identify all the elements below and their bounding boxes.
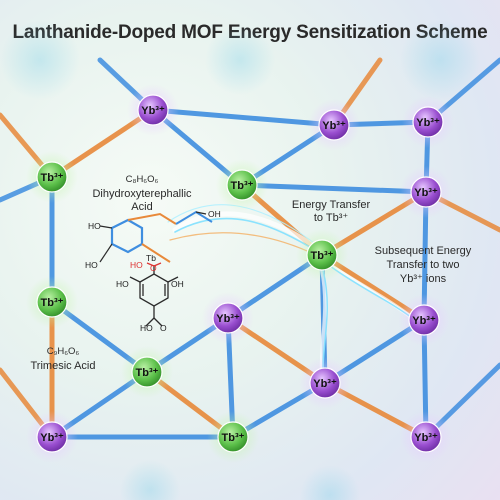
dihydroxy-name-line2: Acid <box>131 201 152 213</box>
subsequent-line3: Yb³⁺ ions <box>400 273 447 285</box>
yb-ion-node: Yb³⁺ <box>202 292 254 344</box>
svg-text:HO: HO <box>88 221 101 231</box>
trimesic-formula: C₉H₆O₆ <box>47 346 80 357</box>
tb-ion-node: Tb³⁺ <box>296 229 348 281</box>
svg-text:HO: HO <box>116 279 129 289</box>
yb-ion-node: Yb³⁺ <box>400 411 452 463</box>
dihydroxy-name-line1: Dihydroxyterephallic <box>92 188 192 200</box>
yb-ion-node: Yb³⁺ <box>400 166 452 218</box>
yb-ion-node: Yb³⁺ <box>308 99 360 151</box>
metal-nodes: Yb³⁺ Tb³⁺ Tb³⁺ Yb³⁺ Yb³⁺ Tb³⁺ Tb³⁺ Tb³⁺ Yb³⁺ Tb³⁺… <box>26 84 454 463</box>
ion-label: Yb³⁺ <box>416 117 440 129</box>
yb-ion-node: Yb³⁺ <box>127 84 179 136</box>
svg-text:O: O <box>160 323 167 333</box>
ion-label: Tb³⁺ <box>231 180 254 192</box>
trimesic-molecule <box>129 262 179 327</box>
energy-transfer-line2: to Tb³⁺ <box>314 212 349 224</box>
yb-ion-node: Yb³⁺ <box>402 96 454 148</box>
energy-transfer-line1: Energy Transfer <box>292 199 371 211</box>
ion-label: Yb³⁺ <box>40 432 64 444</box>
annotations: C₈H₆O₆ Dihydroxyterephallic Acid C₉H₆O₆ … <box>31 174 472 372</box>
yb-ion-node: Yb³⁺ <box>299 357 351 409</box>
ion-label: Yb³⁺ <box>313 378 337 390</box>
linker-bond <box>239 182 429 195</box>
dihydroxy-formula: C₈H₆O₆ <box>126 174 159 185</box>
molecule-labels: HO HO OH HO O Tb HO OH HO O <box>85 209 221 333</box>
trimesic-name: Trimesic Acid <box>31 360 96 372</box>
subsequent-line2: Transfer to two <box>387 259 460 271</box>
ion-label: Tb³⁺ <box>136 367 159 379</box>
svg-text:OH: OH <box>208 209 221 219</box>
linker-bond <box>150 107 337 128</box>
ion-label: Yb³⁺ <box>412 315 436 327</box>
ion-label: Tb³⁺ <box>41 172 64 184</box>
background-blobs <box>0 20 480 500</box>
ion-label: Yb³⁺ <box>322 120 346 132</box>
dihydroxyterephthalic-molecule <box>99 210 213 263</box>
ion-label: Yb³⁺ <box>414 187 438 199</box>
ion-label: Tb³⁺ <box>222 432 245 444</box>
svg-text:OH: OH <box>171 279 184 289</box>
subsequent-line1: Subsequent Energy <box>375 245 472 257</box>
ion-label: Yb³⁺ <box>141 105 165 117</box>
ion-label: Yb³⁺ <box>414 432 438 444</box>
tb-ion-node: Tb³⁺ <box>26 276 78 328</box>
yb-ion-node: Yb³⁺ <box>26 411 78 463</box>
tb-ion-node: Tb³⁺ <box>216 159 268 211</box>
tb-ion-node: Tb³⁺ <box>121 346 173 398</box>
ion-label: Yb³⁺ <box>216 313 240 325</box>
svg-text:O: O <box>150 263 157 273</box>
svg-text:HO: HO <box>85 260 98 270</box>
ion-label: Tb³⁺ <box>311 250 334 262</box>
svg-text:Tb: Tb <box>146 253 156 263</box>
svg-text:HO: HO <box>130 260 143 270</box>
svg-text:HO: HO <box>140 323 153 333</box>
yb-ion-node: Yb³⁺ <box>398 294 450 346</box>
tb-ion-node: Tb³⁺ <box>207 411 259 463</box>
ion-label: Tb³⁺ <box>41 297 64 309</box>
tb-ion-node: Tb³⁺ <box>26 151 78 203</box>
